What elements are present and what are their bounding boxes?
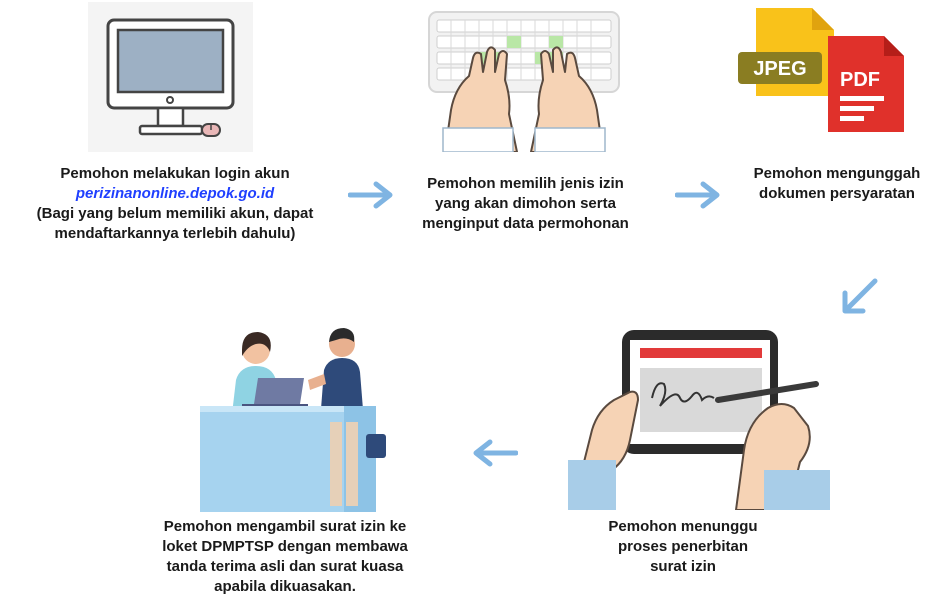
step-5-caption: Pemohon mengambil surat izin ke loket DP… — [140, 517, 430, 597]
computer-illustration — [88, 2, 253, 152]
computer-icon — [88, 2, 253, 152]
step-1-caption: Pemohon melakukan login akun perizinanon… — [20, 164, 330, 244]
step-4-line-3: surat izin — [650, 558, 716, 575]
tablet-signature-icon — [568, 330, 830, 511]
step-1-note-2: mendaftarkannya terlebih dahulu) — [54, 225, 296, 242]
jpeg-label: JPEG — [753, 58, 806, 80]
service-counter-icon — [200, 328, 386, 512]
step-5-line-1: Pemohon mengambil surat izin ke — [163, 518, 407, 535]
step-5-line-4: apabila dikuasakan. — [214, 578, 356, 595]
arrow-down-left-icon — [842, 278, 878, 314]
step-3-caption: Pemohon mengunggah dokumen persyaratan — [737, 164, 937, 204]
step-2-line-2: yang akan dimohon serta — [435, 195, 616, 212]
keyboard-typing-icon — [428, 11, 620, 153]
step-2-line-1: Pemohon memilih jenis izin — [427, 175, 624, 192]
keyboard-illustration — [425, 2, 623, 153]
step-4-line-1: Pemohon menunggu — [608, 518, 758, 535]
step-4-line-2: proses penerbitan — [617, 538, 749, 555]
step-1-note-1: (Bagi yang belum memiliki akun, dapat — [36, 205, 314, 222]
service-counter-illustration — [196, 322, 408, 512]
arrow-right-icon — [348, 181, 393, 209]
step-4-caption: Pemohon menunggu proses penerbitan surat… — [588, 517, 778, 577]
step-1-line-1: Pemohon melakukan login akun — [60, 165, 290, 182]
jpeg-pdf-file-icon: JPEG PDF — [738, 8, 904, 132]
step-3-line-1: Pemohon mengunggah — [753, 165, 921, 182]
arrow-left-icon — [473, 439, 518, 467]
step-2-line-3: menginput data permohonan — [422, 215, 629, 232]
arrow-right-icon — [675, 181, 720, 209]
pdf-label: PDF — [840, 69, 880, 91]
files-illustration: JPEG PDF — [734, 4, 904, 136]
step-2-caption: Pemohon memilih jenis izin yang akan dim… — [408, 174, 643, 234]
step-5-line-3: tanda terima asli dan surat kuasa — [166, 558, 404, 575]
tablet-illustration — [568, 330, 830, 511]
step-5-line-2: loket DPMPTSP dengan membawa — [162, 538, 408, 555]
step-3-line-2: dokumen persyaratan — [759, 185, 915, 202]
step-1-link[interactable]: perizinanonline.depok.go.id — [75, 185, 275, 202]
